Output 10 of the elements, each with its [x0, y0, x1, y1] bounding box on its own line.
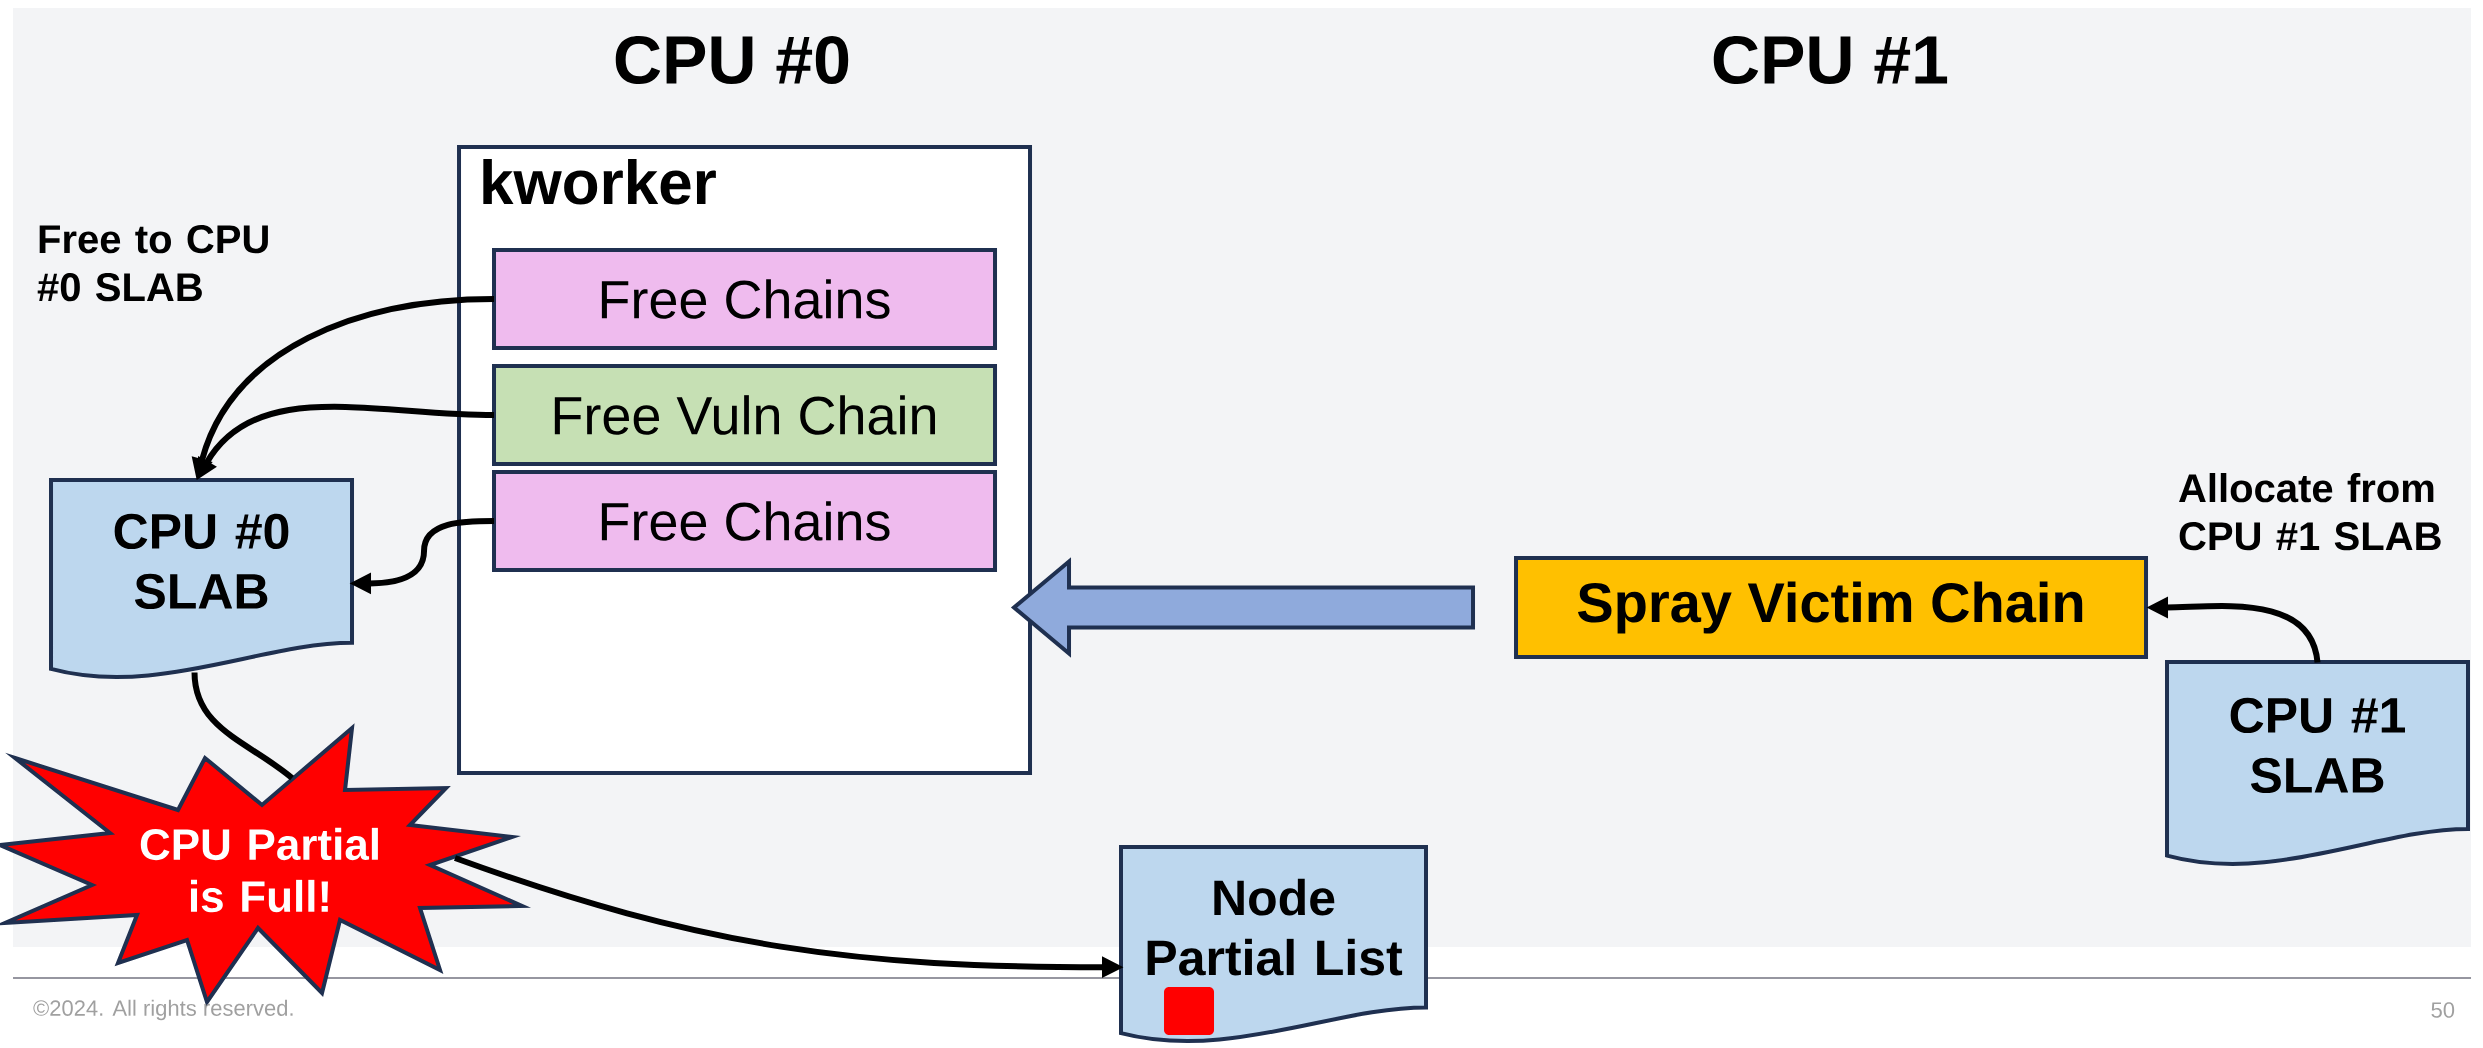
block-arrow: [1010, 557, 1475, 658]
heading: CPU #0: [615, 35, 849, 85]
process-box: Free Chains: [492, 470, 997, 572]
process-box: Free Vuln Chain: [492, 364, 997, 466]
annotation: Free to CPU #0 SLAB: [37, 225, 268, 302]
process-box: Free Chains: [492, 248, 997, 350]
annotation: Allocate from CPU #1 SLAB: [2179, 473, 2441, 551]
heading: CPU #1: [1713, 35, 1948, 85]
process-box: Spray Victim Chain: [1514, 556, 2148, 659]
page-number: 50: [2431, 1002, 2455, 1018]
